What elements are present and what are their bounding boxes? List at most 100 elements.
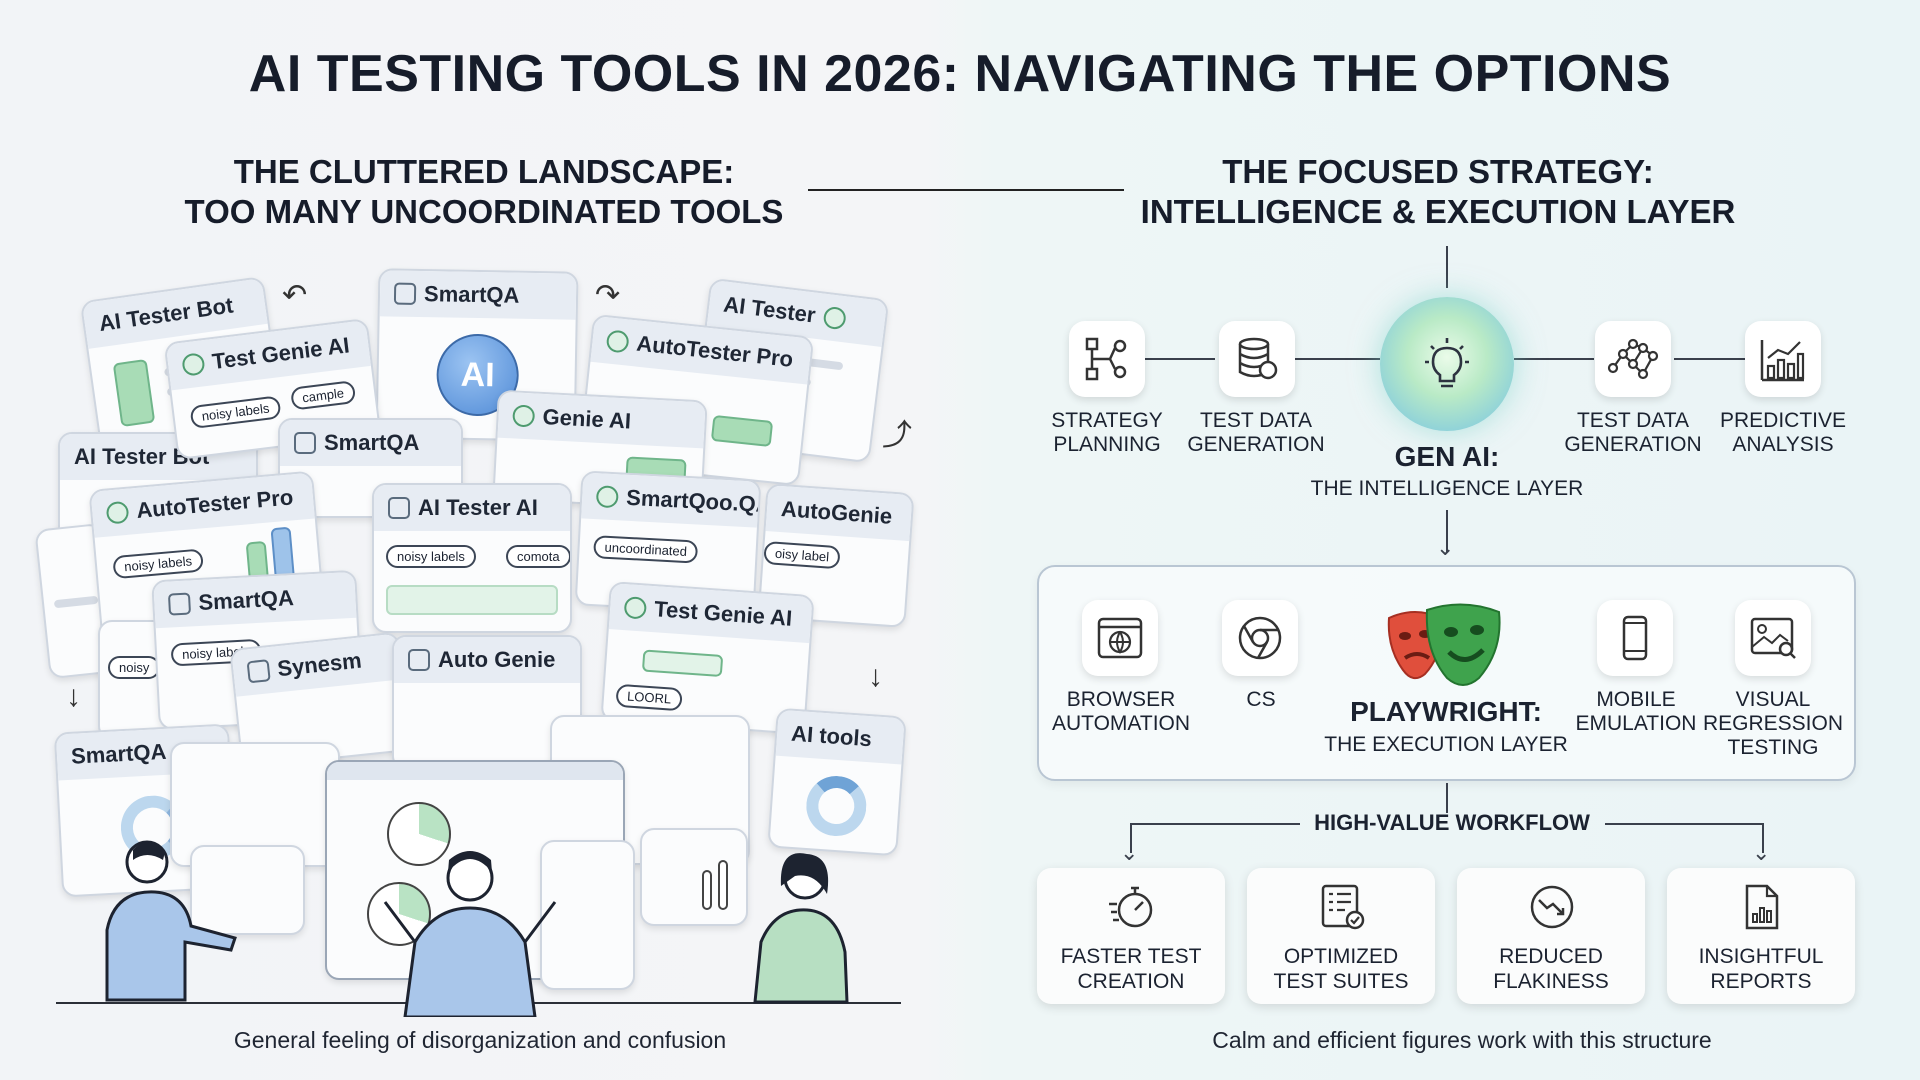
playwright-title: PLAYWRIGHT: xyxy=(1350,696,1542,727)
noise-label: noisy xyxy=(108,656,161,679)
stopwatch-icon xyxy=(1109,886,1153,928)
outcome-card-optimized-suites: OPTIMIZED TEST SUITES xyxy=(1247,868,1435,1004)
tool-card-title: Genie AI xyxy=(542,403,632,434)
noise-label: noisy labels xyxy=(189,395,282,430)
down-arrow-icon: ↓ xyxy=(66,680,81,713)
noise-label: cample xyxy=(289,380,357,411)
test-data-generation-label: TEST DATA GENERATION xyxy=(1187,409,1325,456)
lightbulb-icon xyxy=(181,352,206,377)
right-heading-line2: INTELLIGENCE & EXECUTION LAYER xyxy=(1140,193,1736,230)
playwright-subtitle: THE EXECUTION LAYER xyxy=(1324,733,1568,756)
curved-arrow-icon: ↶ xyxy=(282,279,308,312)
noise-label: noisy labels xyxy=(112,548,204,580)
tool-card-title: AI tools xyxy=(775,709,905,765)
brain-icon xyxy=(167,592,192,616)
image-search-icon xyxy=(1750,617,1796,659)
bar-trend-icon xyxy=(1760,340,1805,382)
curved-arrow-icon: ⤴ xyxy=(882,419,912,452)
test-data-generation-card-2 xyxy=(1595,321,1671,397)
outcome-label: FASTER TEST CREATION xyxy=(1060,945,1202,993)
tool-card-title: AI Tester AI xyxy=(418,495,538,520)
tool-card-title: SmartQA xyxy=(324,430,420,455)
strategy-planning-card xyxy=(1069,321,1145,397)
browser-automation-card xyxy=(1082,600,1158,676)
monitor-left xyxy=(190,845,305,935)
tool-card-title: SmartQoo.QA xyxy=(625,484,762,518)
flowchart-icon xyxy=(1085,337,1127,381)
flow-arrow-line xyxy=(1446,510,1448,552)
outcome-card-insightful-reports: INSIGHTFUL REPORTS xyxy=(1667,868,1855,1004)
tool-card-title: AutoTester Pro xyxy=(635,330,795,372)
connector-line xyxy=(1674,358,1746,360)
gear-icon xyxy=(105,500,130,525)
cluttered-landscape: AI Tester Bot Test Genie AI noisy labels… xyxy=(34,268,915,1017)
outcome-label: OPTIMIZED TEST SUITES xyxy=(1273,945,1409,993)
outcome-card-faster-creation: FASTER TEST CREATION xyxy=(1037,868,1225,1004)
right-caption: Calm and efficient figures work with thi… xyxy=(1212,1027,1712,1053)
tool-card-title: SmartQA xyxy=(197,585,295,616)
browser-globe-icon xyxy=(1097,617,1143,659)
connector-line xyxy=(1446,246,1448,288)
test-data-generation-card xyxy=(1219,321,1295,397)
confused-person-left xyxy=(105,840,237,1002)
chart-panel xyxy=(640,828,748,926)
down-arrow-icon: ↓ xyxy=(868,660,883,693)
tool-card-title: Auto Genie xyxy=(438,647,556,672)
database-icon xyxy=(1238,337,1278,380)
gauge-down-icon xyxy=(1530,885,1574,929)
cs-card xyxy=(1222,600,1298,676)
mobile-icon xyxy=(1622,615,1648,661)
right-heading: THE FOCUSED STRATEGY: INTELLIGENCE & EXE… xyxy=(1058,152,1818,232)
visual-regression-label: VISUAL REGRESSION TESTING xyxy=(1702,688,1844,759)
user-icon xyxy=(408,649,430,671)
robot-icon xyxy=(623,596,648,620)
atom-icon xyxy=(821,305,847,331)
outcome-label: INSIGHTFUL REPORTS xyxy=(1698,945,1824,993)
robot-icon xyxy=(595,485,619,509)
chrome-icon xyxy=(1238,616,1282,660)
checklist-icon xyxy=(1321,884,1365,930)
mobile-emulation-card xyxy=(1597,600,1673,676)
down-arrow-icon: ⌄ xyxy=(1436,535,1455,560)
gen-ai-title: GEN AI: xyxy=(1394,441,1500,472)
chip-icon xyxy=(294,432,316,454)
down-arrow-icon: ⌄ xyxy=(1752,840,1771,865)
playwright-masks-icon xyxy=(1387,603,1501,686)
strategy-planning-label: STRATEGY PLANNING xyxy=(1051,409,1163,456)
tool-card-title: AI Tester xyxy=(722,291,817,328)
tool-card-title: AutoTester Pro xyxy=(135,484,295,523)
gen-ai-subtitle: THE INTELLIGENCE LAYER xyxy=(1310,477,1584,500)
tool-card: AI Tester AI noisy labels comota xyxy=(372,483,572,633)
connector-line xyxy=(1446,783,1448,813)
left-heading-line1: THE CLUTTERED LANDSCAPE: xyxy=(233,153,735,190)
tool-card-title: Test Genie AI xyxy=(653,596,794,631)
report-icon xyxy=(1745,884,1779,930)
predictive-analysis-card xyxy=(1745,321,1821,397)
connector-line xyxy=(1130,823,1300,825)
gen-ai-core xyxy=(1380,297,1514,431)
gear-icon xyxy=(605,329,630,354)
cs-label: CS xyxy=(1246,688,1276,711)
browser-automation-label: BROWSER AUTOMATION xyxy=(1051,688,1191,735)
outcome-card-reduced-flakiness: REDUCED FLAKINESS xyxy=(1457,868,1645,1004)
lightbulb-icon xyxy=(1425,338,1469,388)
left-caption: General feeling of disorganization and c… xyxy=(233,1027,727,1053)
robot-icon xyxy=(512,404,536,428)
connector-line xyxy=(1130,823,1132,853)
visual-regression-card xyxy=(1735,600,1811,676)
connector-line xyxy=(1514,358,1594,360)
down-arrow-icon: ⌄ xyxy=(1120,840,1139,865)
connector-line xyxy=(1145,358,1215,360)
connector-line xyxy=(1295,358,1380,360)
tool-card-title: Test Genie AI xyxy=(210,332,351,375)
connector-line xyxy=(1762,823,1764,853)
noise-label: LOORL xyxy=(615,683,683,712)
tool-card-title: SmartQA xyxy=(423,281,520,308)
outcome-label: REDUCED FLAKINESS xyxy=(1493,945,1609,993)
page-title: AI TESTING TOOLS IN 2026: NAVIGATING THE… xyxy=(248,45,1672,103)
curved-arrow-icon: ↷ xyxy=(595,279,621,312)
noise-label: oisy label xyxy=(763,541,841,570)
confused-person-center xyxy=(383,851,557,1017)
grid-icon xyxy=(388,497,410,519)
left-heading-line2: TOO MANY UNCOORDINATED TOOLS xyxy=(184,193,784,230)
